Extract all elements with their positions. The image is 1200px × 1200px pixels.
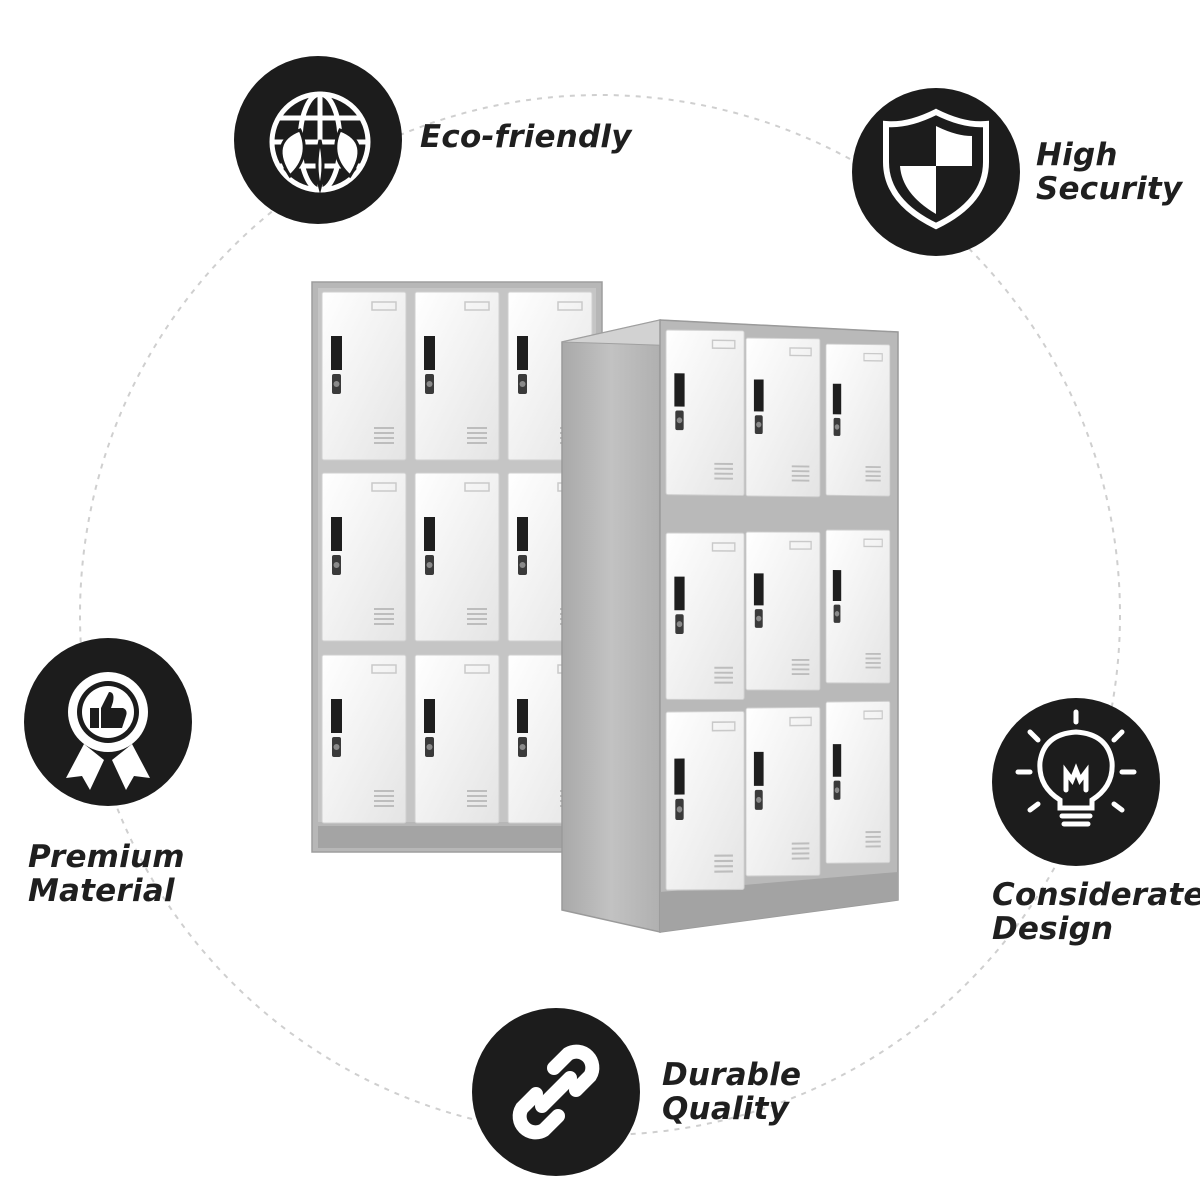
premium-label: Premium Material <box>28 840 185 908</box>
design-label-line-2: Design <box>992 911 1114 947</box>
security-label-line-1: High <box>1036 137 1118 173</box>
security-label-line-2: Security <box>1036 171 1183 207</box>
front-locker <box>561 319 899 933</box>
lightbulb-icon <box>1015 709 1137 827</box>
design-badge <box>992 698 1160 866</box>
premium-badge <box>24 638 192 806</box>
chain-link-icon <box>512 1044 600 1140</box>
globe-leaf-icon <box>269 91 371 194</box>
eco-label-line-1: Eco-friendly <box>420 119 632 155</box>
premium-label-line-1: Premium <box>28 839 185 875</box>
back-locker-doors <box>321 291 593 824</box>
eco-label: Eco-friendly <box>420 120 632 154</box>
security-badge <box>852 88 1020 256</box>
design-label: Considerate Design <box>992 878 1200 946</box>
premium-label-line-2: Material <box>28 873 175 909</box>
thumbs-up-badge-icon <box>66 672 150 790</box>
design-label-line-1: Considerate <box>992 877 1200 913</box>
durable-label-line-2: Quality <box>662 1091 790 1127</box>
durable-label-line-1: Durable <box>662 1057 802 1093</box>
eco-badge <box>234 56 402 224</box>
back-locker <box>311 281 603 853</box>
durable-label: Durable Quality <box>662 1058 801 1126</box>
security-label: High Security <box>1036 138 1182 206</box>
durable-badge <box>472 1008 640 1176</box>
shield-icon <box>883 108 989 230</box>
front-locker-doors <box>664 329 891 892</box>
